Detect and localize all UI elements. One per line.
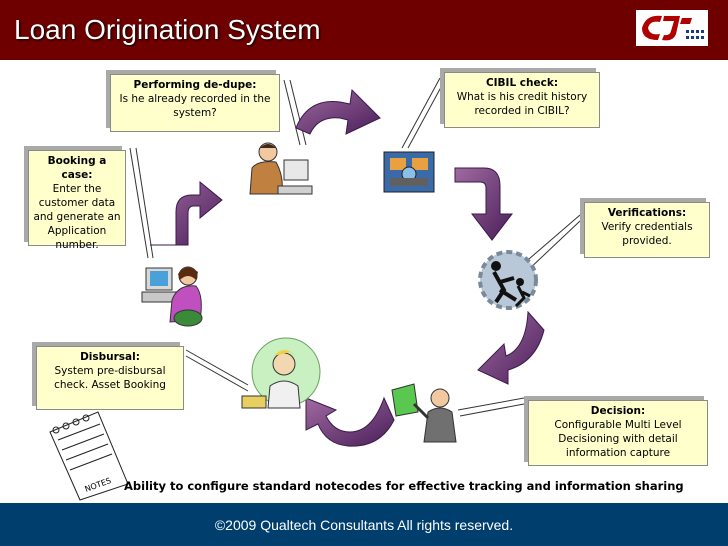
step-title-decision: Decision: (590, 405, 646, 417)
woman-at-computer-icon (141, 266, 203, 327)
arrow-dedupe-to-cibil-icon (295, 88, 381, 135)
presenter-at-board-icon (391, 383, 457, 443)
step-body-dedupe: Is he already recorded in the system? (119, 93, 271, 119)
header-bar: Loan Origination System (0, 0, 728, 60)
step-note-dedupe: Performing de-dupe: Is he already record… (110, 74, 280, 132)
computer-network-icon (383, 151, 435, 193)
tagline: Ability to configure standard notecodes … (124, 479, 684, 493)
step-body-disbursal: System pre-disbursal check. Asset Bookin… (54, 365, 166, 391)
step-title-verifications: Verifications: (607, 207, 687, 219)
step-note-cibil: CIBIL check: What is his credit history … (444, 72, 600, 128)
page-title: Loan Origination System (14, 14, 321, 45)
step-title-disbursal: Disbursal: (80, 351, 140, 363)
step-title-cibil: CIBIL check: (485, 77, 559, 89)
step-note-booking: Booking a case: Enter the customer data … (28, 150, 126, 251)
running-figures-gear-icon (478, 250, 538, 310)
step-body-verifications: Verify credentials provided. (601, 221, 693, 247)
step-title-booking: Booking a case: (47, 155, 107, 181)
arrow-verifications-to-decision-icon (477, 310, 545, 385)
step-note-verifications: Verifications: Verify credentials provid… (584, 202, 710, 258)
arrow-cibil-to-verifications-icon (454, 167, 514, 241)
man-handing-money-icon (241, 337, 321, 409)
step-body-booking: Enter the customer data and generate an … (33, 183, 121, 251)
step-note-decision: Decision: Configurable Multi Level Decis… (528, 400, 708, 466)
man-at-desk-icon (249, 142, 313, 195)
arrow-decision-to-disbursal-icon (305, 396, 395, 447)
step-body-cibil: What is his credit history recorded in C… (456, 91, 588, 117)
footer-bar: ©2009 Qualtech Consultants All rights re… (0, 503, 728, 546)
arrow-booking-to-dedupe-icon (150, 180, 223, 246)
notepad-icon: NOTES (49, 411, 129, 501)
callout-lines (129, 77, 581, 417)
step-title-dedupe: Performing de-dupe: (133, 79, 257, 91)
company-logo (636, 10, 708, 46)
step-note-disbursal: Disbursal: System pre-disbursal check. A… (36, 346, 184, 410)
step-body-decision: Configurable Multi Level Decisioning wit… (554, 419, 682, 459)
copyright-text: ©2009 Qualtech Consultants All rights re… (214, 517, 514, 533)
